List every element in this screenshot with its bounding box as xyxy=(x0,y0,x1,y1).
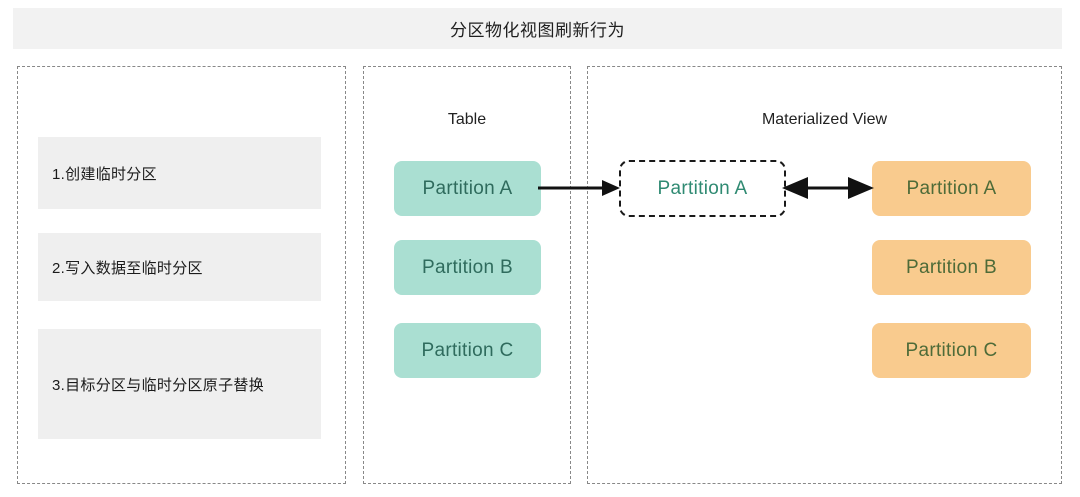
panel-table: Table Partition A Partition B Partition … xyxy=(363,66,571,484)
step-label: 3.目标分区与临时分区原子替换 xyxy=(52,376,265,394)
partition-label: Partition B xyxy=(422,256,513,278)
arrow-table-to-temp-icon xyxy=(538,180,620,196)
partition-label: Partition A xyxy=(657,177,748,199)
materialized-view-title: Materialized View xyxy=(761,111,888,128)
arrow-temp-to-mv-icon xyxy=(782,177,874,199)
table-title: Table xyxy=(447,111,487,128)
step-item-3: 3.目标分区与临时分区原子替换 xyxy=(38,329,321,439)
partition-label: Partition A xyxy=(422,177,513,199)
step-label: 1.创建临时分区 xyxy=(52,165,157,183)
mv-partition-c: Partition C xyxy=(872,323,1031,378)
partition-label: Partition C xyxy=(421,339,514,361)
panel-materialized-view: Materialized View Partition A Partition … xyxy=(587,66,1062,484)
table-partition-a: Partition A xyxy=(394,161,541,216)
table-partition-c: Partition C xyxy=(394,323,541,378)
step-label: 2.写入数据至临时分区 xyxy=(52,259,203,277)
mv-partition-b: Partition B xyxy=(872,240,1031,295)
temp-partition-a: Partition A xyxy=(619,160,786,217)
mv-partition-a: Partition A xyxy=(872,161,1031,216)
page-title: 分区物化视图刷新行为 xyxy=(450,21,625,40)
partition-label: Partition C xyxy=(905,339,998,361)
partition-label: Partition B xyxy=(906,256,997,278)
step-item-2: 2.写入数据至临时分区 xyxy=(38,233,321,301)
table-partition-b: Partition B xyxy=(394,240,541,295)
partition-label: Partition A xyxy=(906,177,997,199)
diagram-header: 分区物化视图刷新行为 xyxy=(13,8,1062,49)
panel-refresh-steps: 1.创建临时分区 2.写入数据至临时分区 3.目标分区与临时分区原子替换 xyxy=(17,66,346,484)
step-item-1: 1.创建临时分区 xyxy=(38,137,321,209)
